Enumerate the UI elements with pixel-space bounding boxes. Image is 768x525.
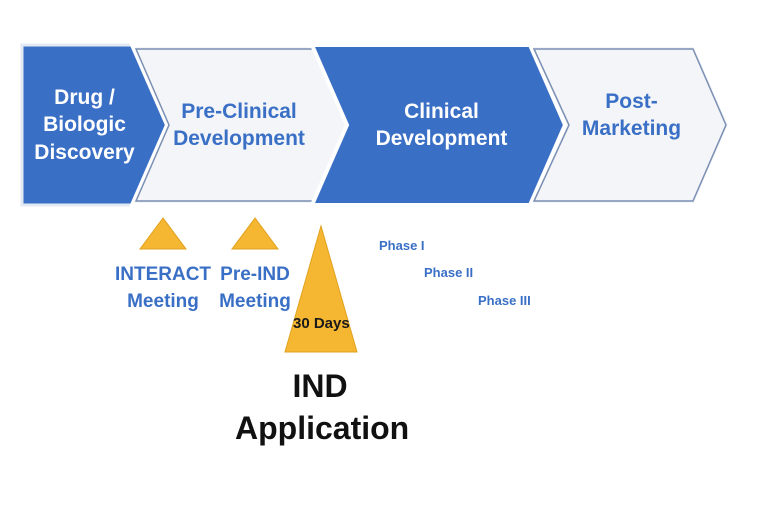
- stage-label-preclinical: Pre-Clinical Development: [173, 99, 305, 150]
- stage-chevron-postmarketing: [526, 43, 733, 207]
- ind-review-days: 30 Days: [293, 315, 350, 332]
- phase-1-label: Phase I: [379, 238, 425, 253]
- stage-label-postmarketing: Post- Marketing: [581, 89, 682, 140]
- phase-3-label: Phase III: [478, 293, 531, 308]
- stage-chevron-postmarketing-border: [532, 48, 727, 202]
- pre-ind-meeting-triangle: [231, 217, 279, 250]
- interact-meeting-triangle: [139, 217, 187, 250]
- phase-2-label: Phase II: [424, 265, 474, 280]
- pre-ind-meeting-label: Pre-IND Meeting: [219, 264, 291, 312]
- ind-application-label: IND Application: [235, 368, 410, 446]
- stage-label-clinical: Clinical Development: [375, 99, 508, 150]
- interact-meeting-label: INTERACT Meeting: [114, 264, 212, 312]
- stage-label-discovery: Drug / Biologic Discovery: [34, 86, 135, 164]
- ind-application-triangle: [284, 224, 358, 353]
